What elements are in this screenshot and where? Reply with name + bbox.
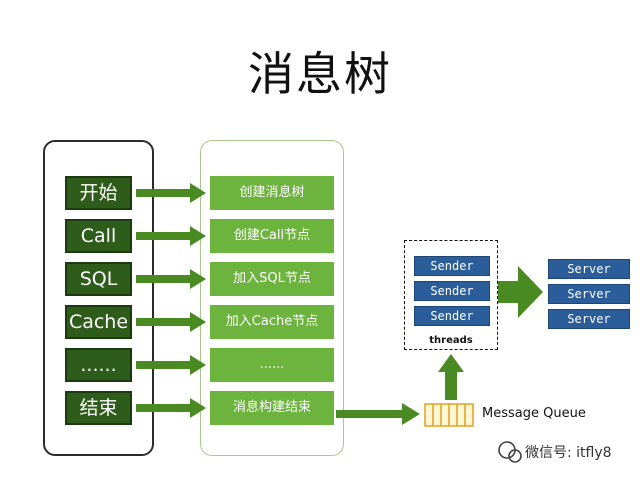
step-end: 结束 — [65, 391, 132, 425]
arrow-right-icon — [136, 355, 206, 375]
arrow-right-icon — [498, 266, 543, 318]
step-ellipsis: ...... — [65, 348, 132, 382]
step-sql: SQL — [65, 262, 132, 296]
node-add-sql: 加入SQL节点 — [210, 262, 334, 296]
server-box: Server — [548, 284, 630, 304]
sender-box: Sender — [414, 306, 490, 326]
arrow-right-icon — [136, 312, 206, 332]
message-queue-icon — [424, 403, 474, 427]
sender-box: Sender — [414, 281, 490, 301]
node-create-tree: 创建消息树 — [210, 176, 334, 210]
arrow-right-icon — [136, 183, 206, 203]
watermark-text: 微信号: itfly8 — [525, 445, 612, 461]
arrow-right-icon — [136, 269, 206, 289]
node-ellipsis: ...... — [210, 348, 334, 382]
sender-box: Sender — [414, 256, 490, 276]
step-start: 开始 — [65, 176, 132, 210]
message-queue-label: Message Queue — [482, 406, 586, 421]
server-box: Server — [548, 259, 630, 279]
node-create-call: 创建Call节点 — [210, 219, 334, 253]
arrow-up-icon — [438, 354, 464, 400]
diagram-title: 消息树 — [248, 47, 392, 101]
threads-label: threads — [429, 335, 473, 346]
arrow-right-icon — [136, 398, 206, 418]
wechat-logo-icon — [498, 441, 522, 463]
threads-box — [404, 240, 498, 350]
node-add-cache: 加入Cache节点 — [210, 305, 334, 339]
nodes-panel — [200, 140, 344, 456]
step-call: Call — [65, 219, 132, 253]
step-cache: Cache — [65, 305, 132, 339]
node-build-end: 消息构建结束 — [210, 391, 334, 425]
arrow-right-icon — [336, 403, 420, 425]
steps-panel — [43, 140, 154, 456]
server-box: Server — [548, 309, 630, 329]
arrow-right-icon — [136, 226, 206, 246]
